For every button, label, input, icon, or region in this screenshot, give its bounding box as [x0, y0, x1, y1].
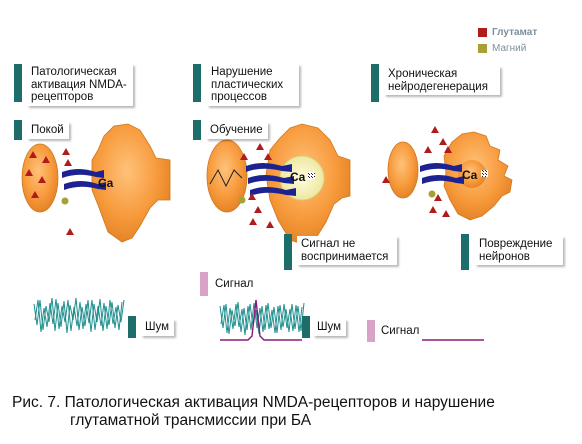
- ca-ion-left: Ca: [98, 176, 114, 190]
- accent-bar: [461, 234, 469, 270]
- channel-middle: [246, 163, 296, 196]
- panel-middle-result: Сигнал не воспринимается: [297, 236, 397, 265]
- panel-left-state: Покой: [27, 122, 69, 139]
- magnesium-left: [61, 197, 69, 205]
- glutamate-legend-swatch: [478, 28, 487, 37]
- presynaptic-cell-right: [387, 141, 419, 199]
- caption-line-2: глутаматной трансмиссии при БА: [70, 412, 312, 429]
- panel-middle-title: Нарушение пластических процессов: [207, 64, 299, 106]
- accent-bar: [302, 316, 310, 338]
- channel-right: [420, 163, 464, 184]
- panel-left-noise-label: Шум: [141, 319, 175, 336]
- accent-bar: [14, 64, 22, 102]
- presynaptic-cell-left: [21, 143, 59, 213]
- presynaptic-cell-middle: [206, 139, 248, 213]
- magnesium-legend-label: Магний: [492, 43, 527, 54]
- signal-bar: [367, 320, 375, 342]
- panel-right-signal-label: Сигнал: [379, 325, 422, 338]
- channel-left: [62, 169, 106, 190]
- panel-right-title: Хроническая нейродегенерация: [384, 66, 500, 95]
- panel-middle-state: Обучение: [206, 122, 268, 139]
- accent-bar: [284, 234, 292, 270]
- noise-trace-left: [33, 297, 125, 334]
- panel-middle-signal-label: Сигнал: [213, 278, 256, 291]
- accent-bar: [14, 120, 22, 140]
- signal-spike-middle: [220, 299, 302, 341]
- magnesium-right: [428, 190, 436, 198]
- accent-bar: [193, 120, 201, 140]
- figure-caption: Рис. 7. Патологическая активация NMDA-ре…: [12, 394, 572, 430]
- glutamate-legend-label: Глутамат: [492, 27, 538, 38]
- accent-bar: [371, 64, 379, 102]
- accent-bar: [193, 64, 201, 102]
- panel-middle-graphic: [206, 123, 351, 341]
- caption-line-1: Рис. 7. Патологическая активация NMDA-ре…: [12, 394, 495, 411]
- magnesium-middle: [238, 196, 246, 204]
- accent-bar: [128, 316, 136, 338]
- panel-right-graphic: [382, 126, 513, 341]
- ca-ion-middle: Ca: [290, 170, 306, 184]
- ca-ion-right: Ca: [462, 168, 478, 182]
- postsynaptic-cell-left: [91, 123, 171, 243]
- magnesium-legend-swatch: [478, 44, 487, 53]
- panel-left-graphic: [21, 123, 171, 334]
- signal-bar: [200, 272, 208, 296]
- panel-right-result: Повреждение нейронов: [475, 236, 563, 265]
- learning-zigzag: [209, 168, 243, 188]
- panel-middle-noise-label: Шум: [313, 319, 347, 336]
- panel-left-title: Патологическая активация NMDA- рецепторо…: [27, 64, 133, 106]
- ca-core-right: [458, 160, 486, 188]
